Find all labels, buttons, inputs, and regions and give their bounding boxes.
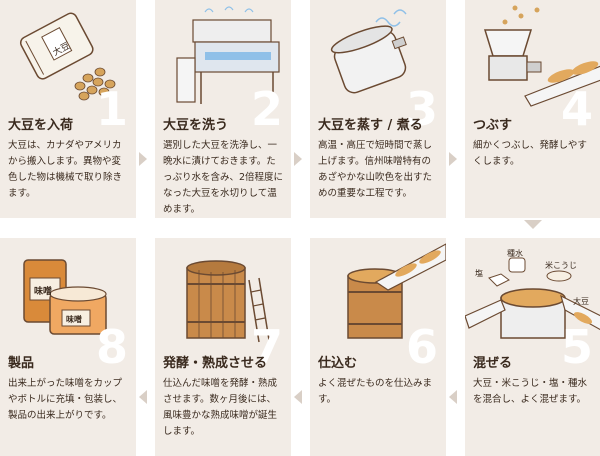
label-tanemizu: 種水 [507, 249, 523, 258]
arrow-left-icon [294, 390, 302, 404]
mixer-illustration [465, 257, 600, 339]
steamer-illustration [330, 9, 407, 94]
step-title: 製品 [8, 356, 35, 371]
step-4-panel: 4 つぶす 細かくつぶし、発酵しやすくします。 [465, 0, 600, 218]
label-shio: 塩 [475, 269, 483, 278]
step-title: 発酵・熟成させる [163, 356, 268, 371]
pack-label-1: 味噌 [34, 287, 53, 297]
pack-label-2: 味噌 [66, 315, 82, 324]
step-3-panel: 3 大豆を蒸す / 煮る 高温・高圧で短時間で蒸し上げます。信州味噌特有のあざや… [310, 0, 446, 218]
step-description: 大豆は、カナダやアメリカから搬入します。異物や変色した物は機械で取り除きます。 [8, 140, 123, 199]
step-description: 細かくつぶし、発酵しやすくします。 [473, 140, 587, 167]
step-number: 4 [560, 82, 593, 136]
step-description: 出来上がった味噌をカップやボトルに充填・包装し、製品の出来上がりです。 [8, 378, 123, 421]
step-number: 1 [95, 82, 128, 136]
label-komekoji: 米こうじ [545, 261, 577, 270]
miso-product-illustration [23, 259, 107, 335]
arrow-down-icon [524, 220, 542, 229]
step-number: 5 [560, 320, 593, 374]
step-title: 大豆を蒸す / 煮る [318, 118, 423, 133]
washing-machine-illustration [176, 6, 280, 104]
step-description: 仕込んだ味噌を発酵・熟成させます。数ヶ月後には、風味豊かな熟成味噌が誕生します。 [163, 378, 278, 437]
step-number: 6 [405, 320, 438, 374]
step-7-panel: 7 発酵・熟成させる 仕込んだ味噌を発酵・熟成させます。数ヶ月後には、風味豊かな… [155, 238, 291, 456]
arrow-left-icon [139, 390, 147, 404]
step-5-panel: 種水 塩 米こうじ 大豆 5 混ぜる 大豆・米こうじ・塩・種水を混合し、よく混ぜ… [465, 238, 600, 456]
arrow-right-icon [294, 152, 302, 166]
step-title: 仕込む [318, 356, 358, 371]
step-description: よく混ぜたものを仕込みます。 [318, 378, 433, 405]
step-title: 大豆を入荷 [8, 118, 74, 133]
crusher-illustration [483, 5, 600, 107]
step-number: 2 [250, 82, 283, 136]
arrow-right-icon [449, 152, 457, 166]
step-number: 7 [250, 320, 283, 374]
arrow-right-icon [139, 152, 147, 166]
step-number: 3 [405, 82, 438, 136]
soybean-bag-illustration [19, 12, 116, 101]
step-description: 選別した大豆を洗浄し、一晩水に漬けておきます。たっぷり水を含み、2倍程度になった… [163, 140, 284, 215]
step-title: つぶす [473, 118, 513, 133]
step-title: 混ぜる [473, 356, 513, 371]
step-description: 高温・高圧で短時間で蒸し上げます。信州味噌特有のあざやかな山吹色を出すための重要… [318, 140, 433, 199]
step-description: 大豆・米こうじ・塩・種水を混合し、よく混ぜます。 [473, 378, 588, 405]
fermentation-barrel-illustration [186, 260, 270, 343]
arrow-left-icon [449, 390, 457, 404]
step-title: 大豆を洗う [163, 118, 229, 133]
preparation-barrel-illustration [347, 243, 446, 339]
step-6-panel: 6 仕込む よく混ぜたものを仕込みます。 [310, 238, 446, 456]
label-daizu: 大豆 [573, 297, 589, 306]
step-8-panel: 味噌 味噌 8 製品 出来上がった味噌をカップやボトルに充填・包装し、製品の出来… [0, 238, 136, 456]
step-2-panel: 2 大豆を洗う 選別した大豆を洗浄し、一晩水に漬けておきます。たっぷり水を含み、… [155, 0, 291, 218]
step-number: 8 [95, 320, 128, 374]
step-1-panel: 大豆 1 大豆を入荷 大豆は、カナダやアメリカから搬入します。異物や変色した物は… [0, 0, 136, 218]
